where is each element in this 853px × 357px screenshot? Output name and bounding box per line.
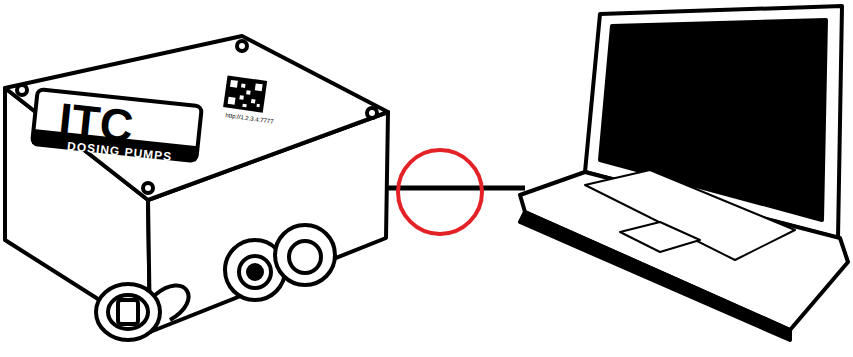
cable-gland [225,225,335,300]
laptop [520,6,848,340]
qr-code [223,75,267,112]
connector-socket [96,284,189,340]
cable [380,186,525,191]
control-box [5,36,388,332]
highlight-circle [398,150,482,234]
